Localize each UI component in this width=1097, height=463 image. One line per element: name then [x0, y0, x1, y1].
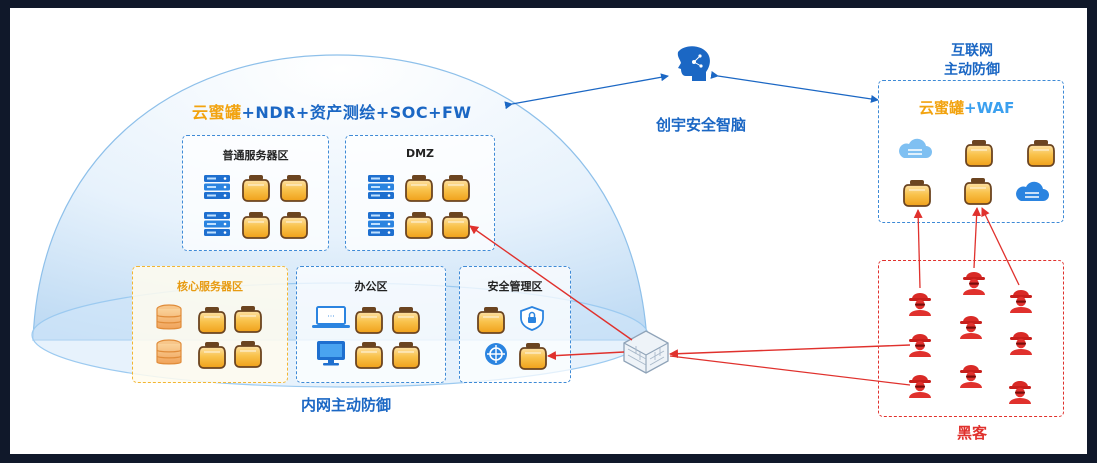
internet-box-title-highlight: 云蜜罐 [919, 99, 965, 117]
honeypot-jar-icon [198, 341, 226, 369]
honeypot-jar-icon [442, 174, 470, 202]
zone-general-label: 普通服务器区 [222, 149, 289, 162]
shield-lock-icon [520, 306, 544, 331]
zone-office-label: 办公区 [354, 280, 388, 293]
honeypot-jar-icon [903, 179, 931, 207]
honeypot-jar-icon [234, 340, 262, 368]
honeypot-jar-icon [392, 306, 420, 334]
firewall-icon [623, 330, 669, 374]
diagram-canvas: 云蜜罐+NDR+资产测绘+SOC+FW 普通服务器区 DMZ 核心服务器区 办公… [10, 8, 1087, 454]
monitor-icon [317, 341, 345, 366]
honeypot-jar-icon [280, 211, 308, 239]
hacker-icon [963, 272, 985, 295]
database-icon [156, 304, 182, 330]
internet-title-line2: 主动防御 [944, 62, 1000, 78]
honeypot-jar-icon [242, 211, 270, 239]
server-rack-icon [368, 175, 394, 199]
attack-arrow-hacker-firewall-1 [669, 344, 911, 359]
honeypot-jar-icon [965, 139, 993, 167]
hacker-icon [909, 375, 931, 398]
dome-footer-label: 内网主动防御 [300, 396, 391, 414]
zone-core-label: 核心服务器区 [177, 280, 243, 293]
honeypot-jar-icon [280, 174, 308, 202]
icons-layer: ··· [156, 46, 1055, 404]
honeypot-jar-icon [242, 174, 270, 202]
server-rack-icon [204, 212, 230, 236]
honeypot-jar-icon [198, 306, 226, 334]
dome-title-highlight: 云蜜罐 [192, 103, 242, 122]
internet-box-title: 云蜜罐+WAF [919, 97, 1014, 118]
hacker-label: 黑客 [956, 424, 987, 442]
zone-security-label: 安全管理区 [487, 280, 543, 293]
target-shield-icon [485, 343, 507, 365]
laptop-icon: ··· [312, 306, 350, 328]
internet-box-title-rest: +WAF [964, 99, 1015, 117]
attack-arrow-firewall-dmz [469, 225, 633, 341]
honeypot-jar-icon [355, 341, 383, 369]
honeypot-jar-icon [234, 305, 262, 333]
attack-arrow-hacker-internet-1 [913, 209, 923, 289]
link-brain-internet [710, 71, 879, 103]
brain-label: 创宇安全智脑 [655, 116, 746, 134]
cloud-icon [899, 138, 932, 158]
cloud-icon [1016, 181, 1049, 201]
attack-arrow-hacker-internet-3 [981, 207, 1020, 286]
honeypot-jar-icon [964, 177, 992, 205]
honeypot-jar-icon [405, 174, 433, 202]
zone-dmz-label: DMZ [405, 147, 435, 160]
link-dome-brain [504, 73, 669, 110]
honeypot-jar-icon [392, 341, 420, 369]
honeypot-jar-icon [442, 211, 470, 239]
honeypot-jar-icon [477, 306, 505, 334]
hacker-icon [960, 316, 982, 339]
attack-arrow-firewall-security [547, 351, 625, 361]
server-rack-icon [204, 175, 230, 199]
database-icon [156, 339, 182, 365]
honeypot-jar-icon [519, 342, 547, 370]
internet-title-line1: 互联网 [951, 43, 993, 59]
attack-arrow-hacker-firewall-2 [669, 355, 911, 386]
honeypot-jar-icon [405, 211, 433, 239]
hacker-icon [909, 334, 931, 357]
hacker-icon [1010, 332, 1032, 355]
dome-title-rest: +NDR+资产测绘+SOC+FW [241, 103, 472, 122]
svg-text:···: ··· [327, 312, 335, 321]
ai-brain-icon [677, 46, 710, 81]
attack-arrow-hacker-internet-2 [972, 207, 982, 269]
server-rack-icon [368, 212, 394, 236]
hacker-icon [909, 293, 931, 316]
honeypot-jar-icon [355, 306, 383, 334]
hacker-icon [960, 365, 982, 388]
dome-title: 云蜜罐+NDR+资产测绘+SOC+FW [192, 99, 472, 123]
honeypot-jar-icon [1027, 139, 1055, 167]
hacker-icon [1010, 290, 1032, 313]
hacker-icon [1009, 381, 1031, 404]
